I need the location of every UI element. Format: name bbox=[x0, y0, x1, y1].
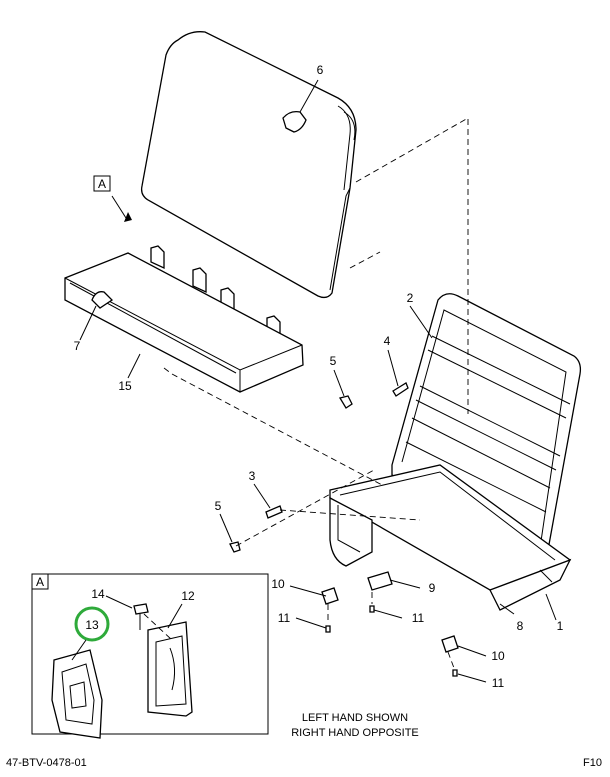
bolt-3 bbox=[265, 505, 283, 519]
orientation-note: LEFT HAND SHOWN RIGHT HAND OPPOSITE bbox=[291, 712, 419, 739]
seat-bottom-cushion bbox=[64, 245, 304, 393]
callout-11-mid: 11 bbox=[412, 611, 425, 625]
callout-9: 9 bbox=[429, 581, 436, 595]
callout-1: 1 bbox=[557, 619, 564, 633]
callout-6: 6 bbox=[317, 63, 324, 77]
seat-frame bbox=[329, 293, 582, 611]
callout-5-lower: 5 bbox=[215, 499, 222, 513]
screw-11c bbox=[452, 669, 458, 677]
callout-14: 14 bbox=[91, 587, 105, 601]
callout-13: 13 bbox=[85, 618, 99, 632]
callout-labels: 6 2 4 5 7 15 3 5 10 9 11 11 8 1 10 11 14… bbox=[74, 63, 564, 690]
seat-back-cushion bbox=[140, 31, 357, 299]
hardware bbox=[229, 382, 459, 677]
note-line-1: LEFT HAND SHOWN bbox=[302, 712, 408, 724]
nut-5a bbox=[338, 395, 353, 409]
callout-11-left: 11 bbox=[278, 611, 291, 625]
callout-11-right: 11 bbox=[492, 676, 505, 690]
callout-7: 7 bbox=[74, 339, 81, 353]
callout-10-left: 10 bbox=[271, 577, 285, 591]
screw-11a bbox=[325, 625, 331, 633]
clip-10b bbox=[441, 635, 459, 653]
bolt-4 bbox=[392, 382, 409, 397]
view-a-indicator: A bbox=[93, 175, 132, 222]
alignment-lines bbox=[163, 117, 469, 669]
detail-a-inset: A bbox=[31, 573, 269, 739]
sheet-number: F10 bbox=[583, 757, 602, 769]
callout-8: 8 bbox=[517, 619, 524, 633]
clip-10a bbox=[321, 587, 339, 605]
drawing-number: 47-BTV-0478-01 bbox=[6, 757, 87, 769]
callout-4: 4 bbox=[384, 334, 391, 348]
nut-5b bbox=[229, 541, 241, 553]
callout-2: 2 bbox=[407, 291, 414, 305]
screw-11b bbox=[369, 605, 375, 613]
drawing-footer: 47-BTV-0478-01 F10 bbox=[6, 757, 602, 769]
callout-3: 3 bbox=[249, 469, 256, 483]
note-line-2: RIGHT HAND OPPOSITE bbox=[291, 727, 419, 739]
view-a-label: A bbox=[98, 177, 106, 191]
callout-12: 12 bbox=[181, 589, 195, 603]
detail-a-label: A bbox=[36, 575, 44, 589]
callout-10-right: 10 bbox=[491, 649, 505, 663]
highlight-circle bbox=[74, 606, 110, 642]
callout-15: 15 bbox=[118, 379, 132, 393]
leader-lines bbox=[71, 79, 557, 683]
callout-5-upper: 5 bbox=[330, 354, 337, 368]
bracket-9 bbox=[367, 571, 393, 591]
